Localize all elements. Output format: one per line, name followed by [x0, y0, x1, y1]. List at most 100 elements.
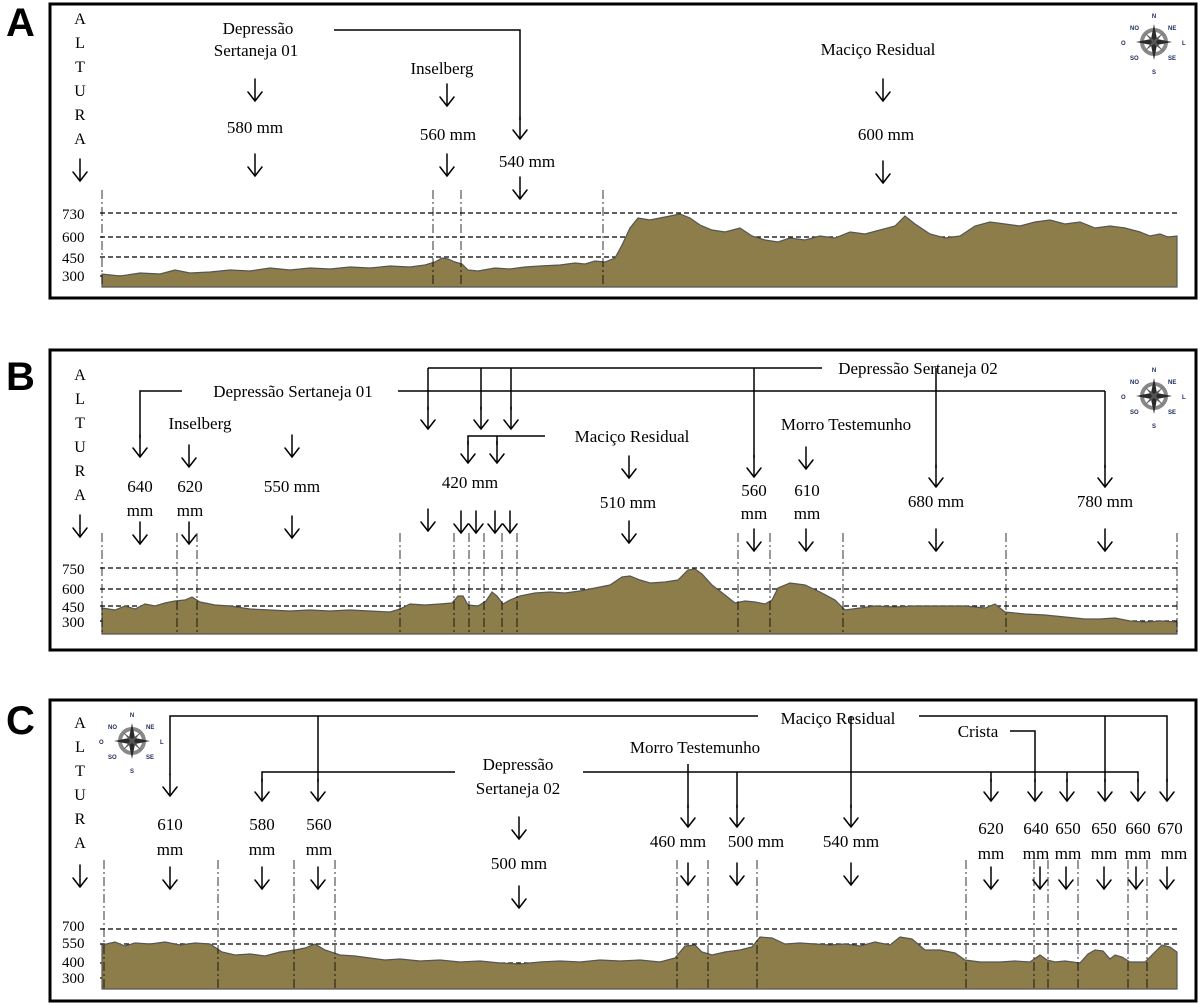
altura-label-c: A L T U R A [72, 715, 88, 888]
svg-text:mm: mm [741, 504, 767, 523]
label-depressao-sertaneja-02-b: Depressão Sertaneja 02 [838, 359, 998, 378]
svg-text:510 mm: 510 mm [600, 493, 656, 512]
svg-text:610: 610 [794, 481, 820, 500]
svg-text:NO: NO [1130, 380, 1139, 386]
svg-text:500 mm: 500 mm [491, 854, 547, 873]
y-ticks-a: 730 600 450 300 [62, 207, 85, 285]
svg-text:540 mm: 540 mm [823, 832, 879, 851]
svg-text:SE: SE [1168, 56, 1176, 62]
label-morro-testemunho-b: Morro Testemunho [781, 415, 911, 434]
svg-text:T: T [75, 415, 85, 432]
compass-b: N S O L NO NE SO SE [1121, 368, 1186, 430]
svg-text:640: 640 [127, 477, 153, 496]
altura-label-a: A L T U R A [72, 11, 88, 182]
svg-text:SO: SO [1130, 56, 1139, 62]
svg-text:A: A [74, 11, 86, 28]
svg-text:450: 450 [62, 251, 85, 267]
svg-text:O: O [99, 740, 104, 746]
svg-text:L: L [160, 740, 164, 746]
connector-a [334, 29, 528, 140]
svg-text:N: N [1152, 368, 1156, 374]
svg-text:NE: NE [1168, 380, 1176, 386]
svg-text:SO: SO [1130, 410, 1139, 416]
svg-text:A: A [74, 487, 86, 504]
svg-text:600: 600 [62, 230, 85, 246]
svg-text:A: A [74, 131, 86, 148]
label-depressao-sertaneja-02-c: Depressão [483, 755, 554, 774]
svg-text:mm: mm [177, 501, 203, 520]
label-depressao-sertaneja-01-a-line2: Sertaneja 01 [214, 41, 299, 60]
svg-text:300: 300 [62, 971, 85, 987]
svg-text:L: L [75, 391, 85, 408]
label-depressao-sertaneja-01-b: Depressão Sertaneja 01 [213, 382, 373, 401]
svg-text:550 mm: 550 mm [264, 477, 320, 496]
svg-text:580: 580 [249, 815, 275, 834]
precip-560-a: 560 mm [420, 125, 476, 144]
svg-text:460 mm: 460 mm [650, 832, 706, 851]
panel-b-frame [48, 348, 1198, 652]
panel-c-letter: C [6, 699, 35, 743]
svg-text:450: 450 [62, 600, 85, 616]
svg-text:mm: mm [1161, 844, 1187, 863]
svg-text:640: 640 [1023, 819, 1049, 838]
terrain-profile-b [101, 568, 1178, 635]
svg-text:NO: NO [108, 725, 117, 731]
compass-a: N S O L NO NE SO SE [1121, 14, 1186, 76]
panel-a-letter: A [6, 1, 35, 45]
y-ticks-c: 700 550 400 300 [62, 919, 85, 987]
svg-text:L: L [75, 35, 85, 52]
svg-text:mm: mm [306, 840, 332, 859]
svg-text:600: 600 [62, 582, 85, 598]
precip-values-c: 610 mm 580 mm 560 mm 500 mm 460 mm 500 m… [157, 815, 1187, 873]
svg-text:620: 620 [177, 477, 203, 496]
svg-text:SE: SE [146, 755, 154, 761]
precip-540-a: 540 mm [499, 152, 555, 171]
svg-text:A: A [74, 715, 86, 732]
svg-text:mm: mm [1125, 844, 1151, 863]
label-depressao-sertaneja-02-c-line2: Sertaneja 02 [476, 779, 561, 798]
svg-text:NE: NE [1168, 26, 1176, 32]
svg-text:650: 650 [1091, 819, 1117, 838]
arrows-a [247, 78, 891, 200]
label-macico-residual-b: Maciço Residual [575, 427, 690, 446]
panel-b-letter: B [6, 355, 35, 399]
svg-text:A: A [74, 367, 86, 384]
svg-text:550: 550 [62, 936, 85, 952]
connectors-c [169, 715, 1168, 808]
svg-text:mm: mm [1055, 844, 1081, 863]
svg-text:U: U [74, 439, 86, 456]
svg-text:SE: SE [1168, 410, 1176, 416]
svg-text:420 mm: 420 mm [442, 473, 498, 492]
svg-text:mm: mm [1023, 844, 1049, 863]
svg-text:T: T [75, 763, 85, 780]
svg-text:700: 700 [62, 919, 85, 935]
svg-text:S: S [1152, 70, 1156, 76]
svg-text:NE: NE [146, 725, 154, 731]
panel-c: C A L T U R A N S O L NO NE SO SE 700 55… [6, 698, 1198, 1003]
compass-c: N S O L NO NE SO SE [99, 713, 164, 775]
svg-text:U: U [74, 83, 86, 100]
svg-text:R: R [75, 811, 86, 828]
svg-text:O: O [1121, 41, 1126, 47]
svg-text:400: 400 [62, 955, 85, 971]
svg-text:R: R [75, 107, 86, 124]
svg-text:L: L [1182, 41, 1186, 47]
svg-text:670: 670 [1157, 819, 1183, 838]
svg-text:A: A [74, 835, 86, 852]
svg-text:NO: NO [1130, 26, 1139, 32]
svg-text:mm: mm [978, 844, 1004, 863]
section-dividers-a [101, 190, 604, 287]
svg-text:730: 730 [62, 207, 85, 223]
label-inselberg-b: Inselberg [169, 414, 232, 433]
label-morro-testemunho-c: Morro Testemunho [630, 738, 760, 757]
svg-text:620: 620 [978, 819, 1004, 838]
y-ticks-b: 750 600 450 300 [62, 562, 85, 631]
svg-text:750: 750 [62, 562, 85, 578]
svg-text:U: U [74, 787, 86, 804]
svg-text:300: 300 [62, 269, 85, 285]
connectors-b [139, 367, 1106, 468]
altura-label-b: A L T U R A [72, 367, 88, 538]
svg-text:S: S [1152, 424, 1156, 430]
svg-text:S: S [130, 769, 134, 775]
